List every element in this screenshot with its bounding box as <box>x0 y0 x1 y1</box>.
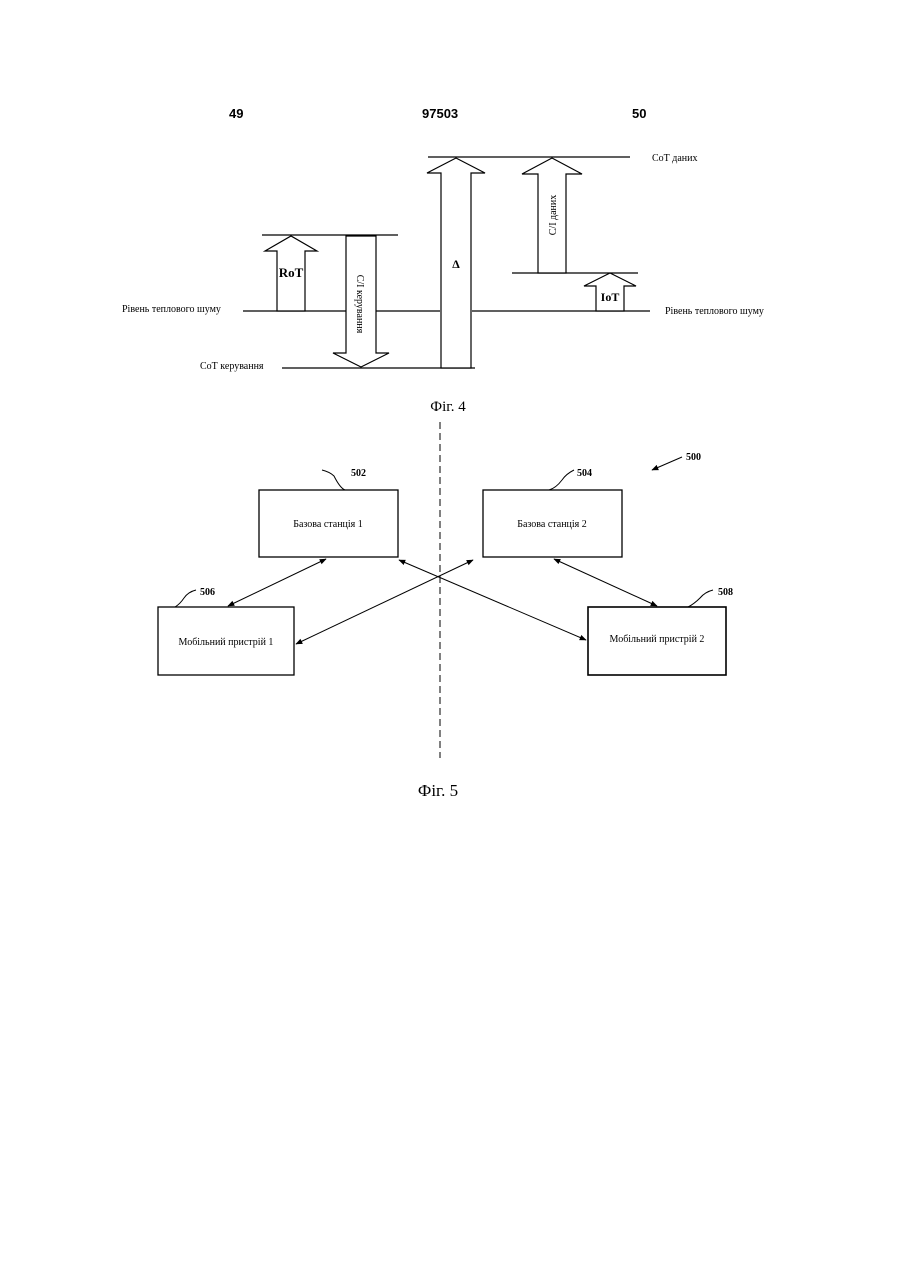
ci-data-label: С/І даних <box>548 195 559 236</box>
ref-500: 500 <box>686 452 701 463</box>
figure-4 <box>243 157 650 368</box>
ref-502: 502 <box>351 468 366 479</box>
fig5-caption: Фіг. 5 <box>418 781 458 800</box>
mobile-device-1-label: Мобільний пристрій 1 <box>179 637 274 648</box>
link-bs1-md2 <box>399 560 586 640</box>
delta-label: Δ <box>452 257 460 271</box>
noise-floor-label-left: Рівень теплового шуму <box>122 304 221 315</box>
base-station-1-label: Базова станція 1 <box>293 519 363 530</box>
link-bs1-md1 <box>228 559 326 606</box>
figure-5 <box>158 422 726 758</box>
ref-506: 506 <box>200 587 215 598</box>
ref-leader-506 <box>175 590 196 607</box>
mobile-device-2-label: Мобільний пристрій 2 <box>610 634 705 645</box>
base-station-2-label: Базова станція 2 <box>517 519 587 530</box>
iot-label: IoT <box>601 290 620 304</box>
link-bs2-md2 <box>554 559 657 606</box>
rot-label: RoT <box>279 265 304 280</box>
cot-data-label: СоТ даних <box>652 153 698 164</box>
noise-floor-label-right: Рівень теплового шуму <box>665 306 764 317</box>
ref-leader-500 <box>652 457 682 470</box>
ref-leader-508 <box>688 590 713 607</box>
ref-leader-504 <box>549 470 574 490</box>
fig4-caption: Фіг. 4 <box>430 399 466 415</box>
ref-508: 508 <box>718 587 733 598</box>
ref-leader-502 <box>322 470 345 490</box>
ci-control-label: С/І керування <box>354 275 365 334</box>
link-bs2-md1 <box>296 560 473 644</box>
cot-control-label: СоТ керування <box>200 361 264 372</box>
ref-504: 504 <box>577 468 592 479</box>
